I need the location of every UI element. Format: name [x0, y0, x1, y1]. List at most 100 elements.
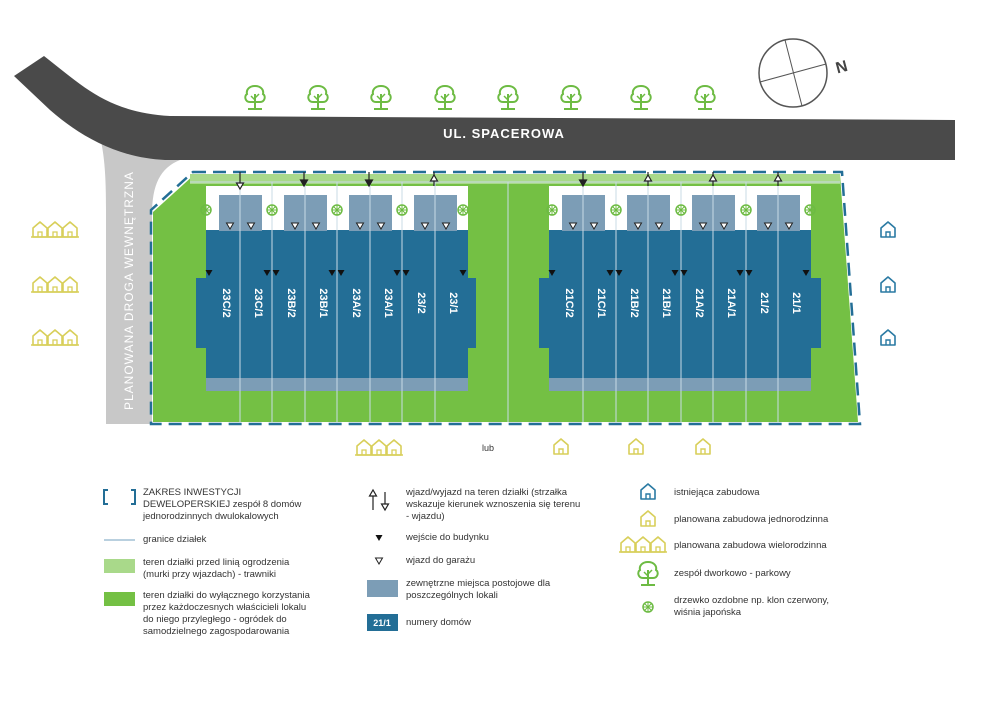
planned-multi-house-icon	[618, 536, 668, 553]
ornamental-tree-icon	[200, 204, 212, 216]
building-block-right	[539, 195, 821, 391]
planned-single-houses-south	[553, 438, 711, 455]
existing-house-icon	[880, 329, 896, 346]
side-road	[62, 82, 180, 424]
house-number-label: 21B/1	[660, 288, 672, 317]
existing-house-icon	[880, 276, 896, 293]
existing-houses-east	[880, 221, 896, 346]
entry-arrows	[235, 172, 783, 190]
side-road-name-label: PLANOWANA DROGA WEWNĘTRZNA	[122, 171, 136, 410]
planned-single-house-icon	[640, 510, 656, 527]
planned-multi-house-icon	[354, 439, 404, 456]
house-labels-left: 23C/2 23C/1 23B/2 23B/1 23A/2 23A/1 23/2…	[220, 288, 459, 317]
legend-investment-title: ZAKRES INWESTYCJI DEWELOPERSKIEJ	[143, 487, 242, 510]
ornamental-tree-icon	[610, 204, 622, 216]
legend-garage-entrance-text: wjazd do garażu	[406, 555, 476, 566]
compass-icon: N	[758, 38, 850, 108]
legend-plot-boundary-text: granice działek	[143, 534, 207, 545]
park-tree-icon	[630, 85, 652, 110]
house-number-label: 23A/2	[350, 288, 362, 317]
ornamental-tree-icon	[457, 204, 469, 216]
planned-single-house-icon	[628, 438, 644, 455]
house-number-badge-label: 21/1	[373, 618, 391, 628]
legend-ornamental-text: drzewko ozdobne np. klon czerwony, wiśni…	[674, 595, 830, 618]
entry-arrow-icon	[235, 172, 245, 190]
park-tree-icon	[694, 85, 716, 110]
park-tree-icon	[560, 85, 582, 110]
entry-arrow-icon	[708, 172, 718, 186]
house-number-label: 21C/2	[563, 288, 575, 317]
park-tree-icon	[244, 85, 266, 110]
street-name-label: UL. SPACEROWA	[443, 126, 565, 141]
house-number-label: 21C/1	[595, 288, 607, 317]
house-number-badge	[367, 614, 398, 631]
ornamental-tree-icon	[331, 204, 343, 216]
park-tree-icon	[637, 561, 659, 586]
planned-multi-house-icon	[30, 329, 80, 346]
entry-arrow-icon	[368, 489, 390, 511]
house-labels-right: 21C/2 21C/1 21B/2 21B/1 21A/2 21A/1 21/2…	[563, 288, 802, 317]
legend-lawn-text: teren działki przed linią ogrodzenia (mu…	[143, 557, 290, 580]
investment-bracket-icon	[103, 489, 136, 505]
house-number-label: 21/1	[790, 292, 802, 313]
legend-planned-single-text: planowana zabudowa jednorodzinna	[674, 514, 829, 525]
parking-swatch-icon	[367, 580, 398, 597]
plot-boundaries	[190, 181, 840, 422]
legend-symbols: 21/1	[103, 483, 668, 631]
entry-arrow-icon	[429, 172, 439, 186]
compass-north-label: N	[834, 58, 850, 77]
lawn-strip	[190, 174, 840, 184]
garage-entrance-icon	[375, 557, 383, 565]
park-tree-icon	[434, 85, 456, 110]
legend-planned-multi-text: planowana zabudowa wielorodzinna	[674, 540, 827, 551]
planned-single-house-icon	[553, 438, 569, 455]
house-number-label: 23/2	[415, 292, 427, 313]
legend-garden-text: teren działki do wyłącznego korzystania …	[143, 590, 310, 637]
house-number-label: 21B/2	[628, 288, 640, 317]
house-number-label: 23A/1	[382, 288, 394, 317]
existing-house-icon	[640, 483, 656, 500]
entry-arrow-icon	[578, 172, 588, 187]
entry-arrow-icon	[299, 172, 309, 187]
legend-parking-text: zewnętrzne miejsca postojowe dla poszcze…	[406, 578, 551, 601]
house-number-label: 23/1	[447, 292, 459, 313]
entry-arrow-icon	[364, 172, 374, 187]
house-number-label: 23C/2	[220, 288, 232, 317]
house-number-label: 23B/2	[285, 288, 297, 317]
park-tree-icon	[307, 85, 329, 110]
ornamental-tree-icon	[675, 204, 687, 216]
ornamental-tree-icon	[642, 601, 654, 613]
legend-investment-desc: zespół 8 domów jednorodzinnych dwulokalo…	[143, 499, 302, 522]
house-number-label: 21/2	[758, 292, 770, 313]
ornamental-tree-icon	[266, 204, 278, 216]
building-entrance-icon	[375, 535, 383, 541]
park-tree-row	[244, 85, 716, 110]
legend-park-text: zespół dworkowo - parkowy	[674, 568, 791, 579]
planned-single-house-icon	[695, 438, 711, 455]
street-road	[14, 56, 955, 160]
legend-entry-text: wjazd/wyjazd na teren działki (strzałka …	[406, 487, 581, 522]
house-number-label: 23B/1	[317, 288, 329, 317]
park-tree-icon	[370, 85, 392, 110]
house-number-label: 21A/2	[693, 288, 705, 317]
lawn-swatch-icon	[104, 559, 135, 573]
entry-arrow-icon	[773, 172, 783, 186]
garden-swatch-icon	[104, 592, 135, 606]
house-number-label: 23C/1	[252, 288, 264, 317]
ornamental-tree-icon	[546, 204, 558, 216]
ornamental-tree-icon	[396, 204, 408, 216]
investment-boundary	[149, 170, 862, 426]
or-label: lub	[482, 443, 494, 453]
legend-investment-text: ZAKRES INWESTYCJI DEWELOPERSKIEJ zespół …	[143, 487, 318, 523]
ornamental-tree-icon	[740, 204, 752, 216]
legend-existing-text: istniejąca zabudowa	[674, 487, 760, 498]
existing-house-icon	[880, 221, 896, 238]
planned-multi-house-icon	[30, 276, 80, 293]
house-number-label: 21A/1	[725, 288, 737, 317]
legend-building-entrance-text: wejście do budynku	[406, 532, 489, 543]
legend-house-number-text: numery domów	[406, 617, 471, 628]
planned-multi-house-icon	[30, 221, 80, 238]
entry-arrow-icon	[643, 172, 653, 186]
park-tree-icon	[497, 85, 519, 110]
